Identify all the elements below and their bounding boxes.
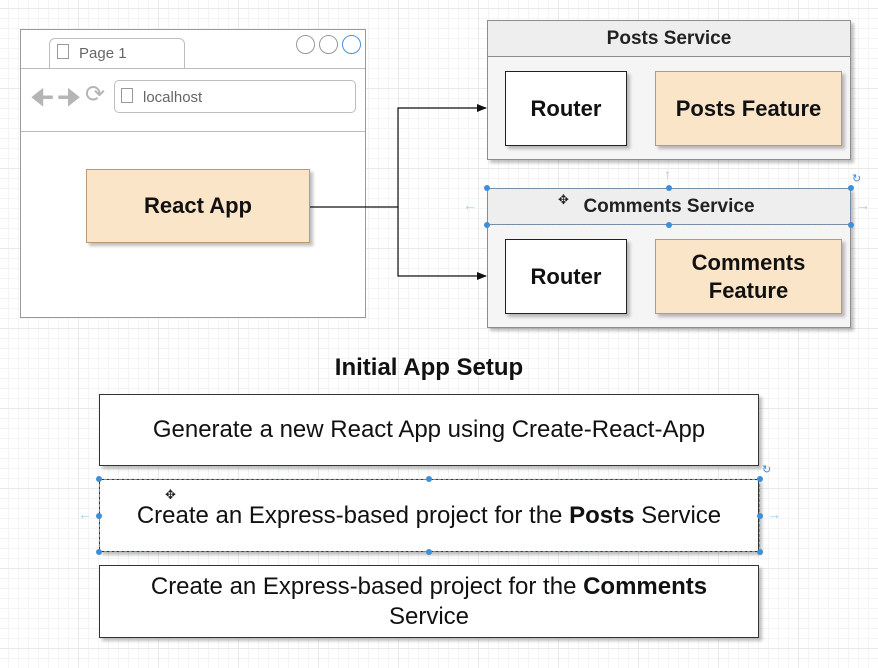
back-arrow-icon: 🠈 (30, 82, 55, 112)
connector-to-posts-service (310, 104, 487, 208)
connect-up-arrow-icon[interactable]: ↑ (664, 166, 671, 182)
window-circle-icon (296, 35, 315, 54)
setup-step-3: Create an Express-based project for the … (99, 565, 759, 638)
resize-handle[interactable] (96, 476, 102, 482)
reload-icon: ⟳ (85, 81, 106, 108)
resize-handle[interactable] (666, 222, 672, 228)
browser-tab (49, 38, 185, 68)
setup-step-3-prefix: Create an Express-based project for the (150, 572, 577, 600)
selection-outline[interactable] (99, 479, 760, 552)
move-cursor-icon: ✥ (165, 487, 176, 502)
resize-handle[interactable] (426, 549, 432, 555)
setup-step-3-bold: Comments (583, 572, 708, 600)
tab-label: Page 1 (79, 45, 127, 62)
setup-step-2-suffix: Service (641, 501, 722, 529)
posts-service-title: Posts Service (606, 27, 732, 49)
posts-router-box: Router (505, 71, 627, 146)
connect-left-arrow-icon[interactable]: ← (463, 197, 477, 213)
posts-service-header: Posts Service (488, 21, 850, 57)
resize-handle[interactable] (666, 185, 672, 191)
setup-title: Initial App Setup (334, 354, 524, 381)
tab-document-icon (57, 44, 69, 59)
resize-handle[interactable] (848, 222, 854, 228)
posts-feature-box: Posts Feature (655, 71, 842, 146)
resize-handle[interactable] (848, 185, 854, 191)
react-app-label: React App (144, 193, 252, 218)
window-circle-icon (319, 35, 338, 54)
setup-step-3-suffix: Service (388, 602, 470, 630)
resize-handle[interactable] (484, 222, 490, 228)
comments-service-header: Comments Service (488, 189, 850, 225)
setup-step-1-text: Generate a new React App using Create-Re… (152, 416, 706, 443)
setup-step-2-text: Create an Express-based project for the … (137, 501, 721, 531)
window-circle-icon (342, 35, 361, 54)
comments-feature-label: Comments Feature (691, 249, 806, 303)
react-app-box: React App (86, 169, 310, 243)
comments-feature-box: Comments Feature (655, 239, 842, 314)
url-text: localhost (143, 89, 203, 106)
resize-handle[interactable] (96, 549, 102, 555)
setup-step-2-prefix: Create an Express-based project for the (136, 501, 563, 529)
connect-right-arrow-icon[interactable]: → (856, 197, 870, 213)
connect-left-arrow-icon[interactable]: ← (78, 506, 92, 522)
move-cursor-icon: ✥ (558, 192, 569, 207)
resize-handle[interactable] (757, 476, 763, 482)
resize-handle[interactable] (426, 476, 432, 482)
resize-handle[interactable] (757, 513, 763, 519)
setup-step-1: Generate a new React App using Create-Re… (99, 394, 759, 466)
divider (21, 131, 365, 132)
connector-to-comments-service (397, 207, 487, 280)
resize-handle[interactable] (484, 185, 490, 191)
setup-step-2-bold: Posts (569, 501, 635, 529)
rotate-handle-icon[interactable]: ↻ (762, 464, 772, 476)
url-field (114, 80, 356, 113)
comments-service-title: Comments Service (583, 195, 755, 217)
comments-router-box: Router (505, 239, 627, 314)
forward-arrow-icon: 🠊 (57, 82, 82, 112)
resize-handle[interactable] (96, 513, 102, 519)
url-document-icon (121, 88, 133, 103)
resize-handle[interactable] (757, 549, 763, 555)
connect-right-arrow-icon[interactable]: → (767, 506, 781, 522)
setup-step-3-text: Create an Express-based project for the … (119, 572, 739, 632)
selection-outline[interactable] (487, 188, 851, 225)
posts-feature-label: Posts Feature (675, 95, 822, 121)
comments-router-label: Router (530, 263, 602, 289)
rotate-handle-icon[interactable]: ↻ (852, 173, 862, 185)
divider (21, 68, 365, 69)
posts-router-label: Router (530, 95, 602, 121)
